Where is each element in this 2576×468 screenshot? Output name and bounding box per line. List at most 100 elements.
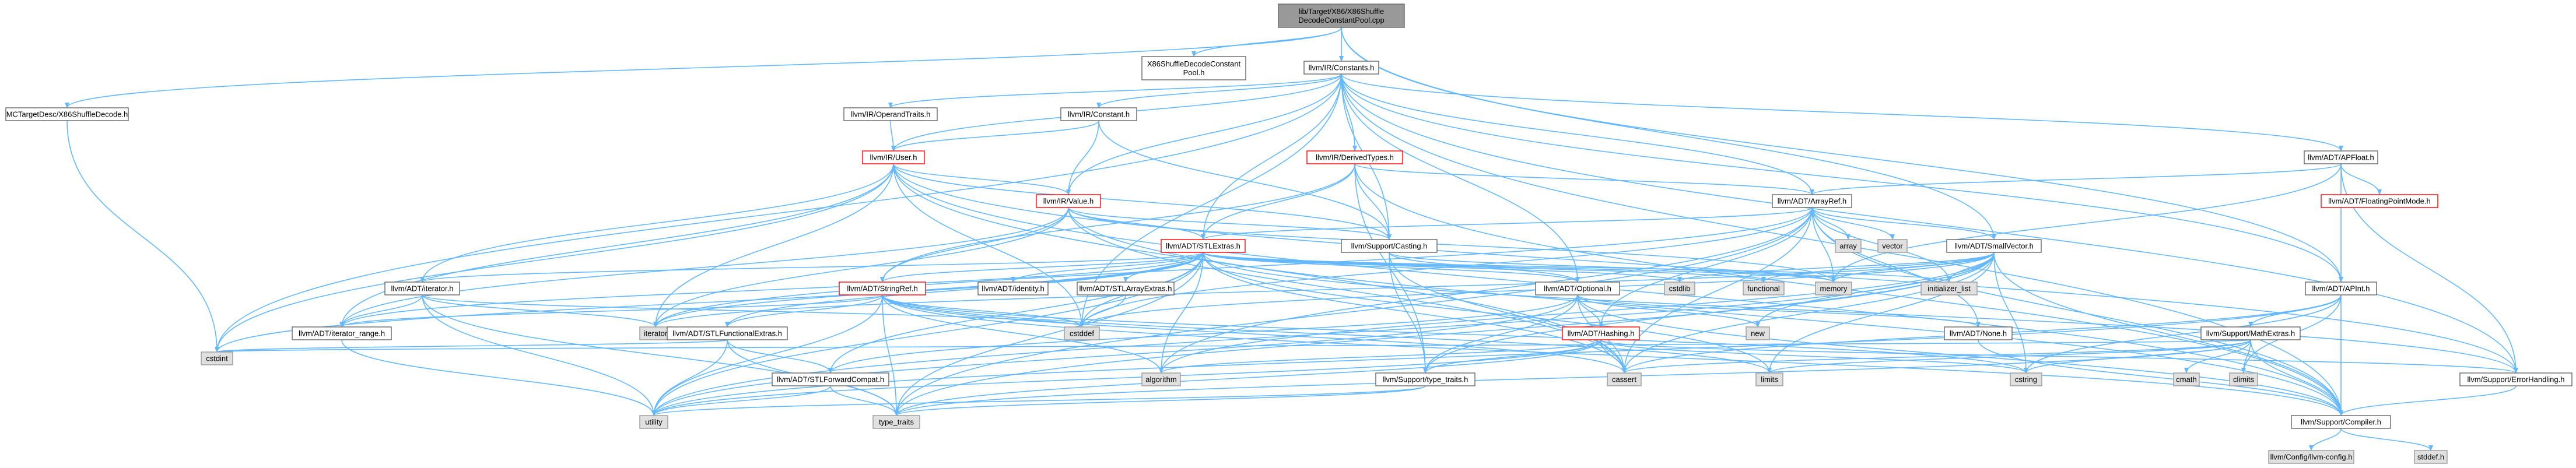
header-node-constants_h[interactable]: llvm/IR/Constants.h	[1303, 61, 1379, 75]
header-node-label: llvm/ADT/None.h	[1950, 329, 2007, 338]
header-node-user_h[interactable]: llvm/IR/User.h	[862, 150, 925, 164]
header-node-box	[2173, 372, 2200, 386]
header-node-box	[667, 326, 788, 340]
include-edge-apfloat-to-fpmode	[2340, 163, 2382, 195]
header-node-stlforwardcompat[interactable]: llvm/ADT/STLForwardCompat.h	[772, 372, 889, 386]
edges-layer	[65, 27, 2518, 451]
header-node-new: new	[1746, 326, 1770, 340]
header-node-box	[1036, 194, 1101, 208]
include-edge-line	[1159, 339, 1601, 374]
include-edge-line	[2241, 339, 2251, 374]
header-node-cassert: cassert	[1607, 372, 1642, 386]
header-node-box	[772, 372, 889, 386]
header-node-algorithm: algorithm	[1141, 372, 1181, 386]
header-node-stlarrayextras[interactable]: llvm/ADT/STLArrayExtras.h	[1077, 281, 1175, 295]
include-edge-constants_h-to-arrayref	[1341, 73, 1814, 195]
header-node-functional: functional	[1743, 281, 1785, 295]
include-edge-stringref-to-utility	[651, 294, 883, 416]
include-edge-smallvector-to-cassert	[1622, 252, 1995, 374]
header-node-value_h[interactable]: llvm/IR/Value.h	[1036, 194, 1101, 208]
include-edge-compiler-to-llvmconfig	[2309, 428, 2342, 451]
header-node-hashing[interactable]: llvm/ADT/Hashing.h	[1562, 326, 1640, 340]
header-node-iterator_h[interactable]: llvm/ADT/iterator.h	[384, 281, 460, 295]
header-node-stlextras[interactable]: llvm/ADT/STLExtras.h	[1161, 239, 1246, 253]
header-node-smallvector[interactable]: llvm/ADT/SmallVector.h	[1946, 239, 2042, 253]
header-node-label: llvm/IR/Constants.h	[1309, 64, 1375, 72]
header-node-derivedtypes[interactable]: llvm/IR/DerivedTypes.h	[1306, 150, 1403, 164]
include-edge-line	[339, 207, 1069, 328]
header-node-label: llvm/ADT/APFloat.h	[2308, 153, 2374, 162]
include-edge-line	[1080, 73, 1342, 328]
header-node-arrayref[interactable]: llvm/ADT/ArrayRef.h	[1772, 194, 1852, 208]
header-node-box	[2321, 194, 2438, 208]
include-edge-stlextras-to-type_traits	[894, 252, 1204, 416]
include-edge-line	[1203, 252, 1951, 283]
include-edge-casting-to-memory	[1389, 252, 1836, 283]
header-node-label: llvm/ADT/StringRef.h	[847, 284, 917, 293]
header-node-constant_h[interactable]: llvm/IR/Constant.h	[1060, 107, 1137, 121]
header-node-identity[interactable]: llvm/ADT/identity.h	[977, 281, 1049, 295]
header-node-operandtraits[interactable]: llvm/IR/OperandTraits.h	[843, 107, 938, 121]
include-edge-line	[653, 252, 1995, 328]
header-node-none_h[interactable]: llvm/ADT/None.h	[1944, 326, 2013, 340]
header-node-stringref[interactable]: llvm/ADT/StringRef.h	[839, 281, 926, 295]
header-node-apfloat[interactable]: llvm/ADT/APFloat.h	[2304, 150, 2378, 164]
header-node-optional[interactable]: llvm/ADT/Optional.h	[1535, 281, 1620, 295]
header-node-label: llvm/ADT/iterator_range.h	[299, 329, 385, 338]
header-node-errorhandling[interactable]: llvm/Support/ErrorHandling.h	[2459, 372, 2573, 386]
include-edge-value_h-to-stringref	[880, 207, 1069, 283]
include-edge-user_h-to-casting	[893, 163, 1392, 240]
include-edge-root-to-x86sdcp_h	[1191, 27, 1342, 57]
include-edge-compiler-to-stddef	[2340, 428, 2433, 451]
include-edge-root-to-mctarget	[65, 27, 1342, 108]
include-edge-line	[894, 339, 1601, 416]
include-edge-apfloat-to-arrayref	[1810, 163, 2342, 195]
include-edge-line	[1341, 73, 1814, 195]
include-edge-line	[216, 339, 2251, 353]
include-edge-line	[1389, 252, 1580, 283]
include-edge-stlfunctionalextras-to-utility	[651, 339, 728, 416]
header-node-llvmconfig: llvm/Config/llvm-config.h	[2268, 450, 2354, 464]
header-node-mctarget[interactable]: MCTargetDesc/X86ShuffleDecode.h	[5, 107, 129, 121]
include-edge-optional-to-compiler	[1577, 294, 2343, 416]
header-node-apint[interactable]: llvm/ADT/APInt.h	[2305, 281, 2377, 295]
include-edge-constants_h-to-cstdint	[215, 73, 1342, 353]
include-edge-apint-to-cstring	[2024, 294, 2342, 374]
include-edge-line	[1354, 163, 1814, 195]
header-node-mathextras[interactable]: llvm/Support/MathExtras.h	[2200, 326, 2301, 340]
include-edge-line	[1201, 207, 1813, 240]
include-edge-arrayref-to-algorithm	[1159, 207, 1813, 374]
include-edge-stlextras-to-iterator	[653, 252, 1204, 328]
include-edge-stlextras-to-algorithm	[1159, 252, 1204, 374]
header-node-label: cassert	[1612, 375, 1636, 384]
include-edge-line	[1993, 252, 2343, 416]
include-edge-optional-to-none_h	[1577, 294, 1981, 328]
header-node-label: llvm/ADT/Optional.h	[1544, 284, 1611, 293]
include-edge-iterator_h-to-cstddef	[422, 294, 1084, 328]
include-edge-constants_h-to-optional	[1341, 73, 1580, 283]
header-node-typetraits_llvm[interactable]: llvm/Support/type_traits.h	[1375, 372, 1475, 386]
header-node-iterator_range[interactable]: llvm/ADT/iterator_range.h	[292, 326, 392, 340]
header-node-compiler[interactable]: llvm/Support/Compiler.h	[2291, 415, 2391, 429]
include-edge-typetraits_llvm-to-utility	[651, 385, 1426, 416]
include-edge-line	[653, 207, 1069, 328]
include-edge-user_h-to-iterator	[653, 163, 894, 328]
include-edge-value_h-to-casting	[1068, 207, 1392, 240]
header-node-label: llvm/IR/DerivedTypes.h	[1316, 153, 1394, 162]
header-node-box	[292, 326, 392, 340]
include-edge-line	[1831, 252, 1995, 283]
header-node-box	[2200, 326, 2301, 340]
include-edge-arrayref-to-compiler	[1811, 207, 2343, 416]
header-node-label: algorithm	[1145, 375, 1176, 384]
header-node-box	[1755, 372, 1783, 386]
header-node-stlfunctionalextras[interactable]: llvm/ADT/STLFunctionalExtras.h	[667, 326, 788, 340]
header-node-fpmode[interactable]: llvm/ADT/FloatingPointMode.h	[2321, 194, 2438, 208]
header-node-box	[1607, 372, 1642, 386]
header-node-box	[872, 415, 920, 429]
include-edge-line	[1354, 163, 1392, 240]
include-edge-root-to-smallvector	[1341, 27, 1996, 240]
include-edge-value_h-to-stlextras	[1068, 207, 1205, 240]
include-edge-line	[339, 294, 423, 328]
header-node-casting[interactable]: llvm/Support/Casting.h	[1341, 239, 1438, 253]
